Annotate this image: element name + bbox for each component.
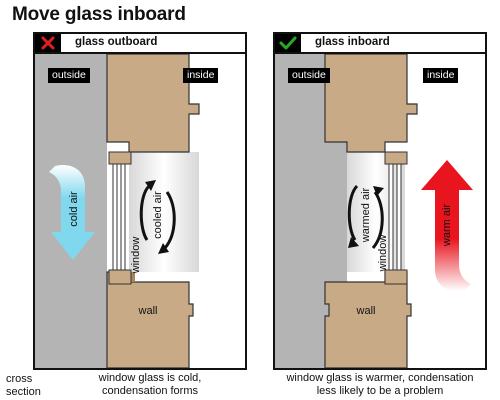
cross-section-line1: cross xyxy=(6,373,33,385)
panel-header: glass outboard xyxy=(35,34,245,54)
circulation-arrow-left xyxy=(347,184,359,241)
cross-section-line2: section xyxy=(6,385,41,398)
wall-upper xyxy=(324,54,418,153)
window-label: window xyxy=(130,236,142,274)
cavity-reveal xyxy=(347,152,405,272)
cross-mark-icon xyxy=(35,34,61,52)
outboard-caption: window glass is cold, condensation forms xyxy=(45,372,255,397)
outside-tag: outside xyxy=(288,68,330,83)
inboard-caption-line1: window glass is warmer, condensation xyxy=(286,372,474,384)
cold-air-arrow xyxy=(49,164,95,260)
head-frame xyxy=(108,151,132,165)
wall-label: wall xyxy=(138,305,158,317)
wall-label: wall xyxy=(356,305,376,317)
sill-frame xyxy=(108,269,132,285)
outboard-caption-line2: condensation forms xyxy=(102,384,198,397)
wall-upper xyxy=(106,54,200,153)
cold-air-label: cold air xyxy=(68,191,80,227)
glass-pane-inner xyxy=(396,163,402,271)
circulation-arrowhead-top xyxy=(145,180,156,191)
circulation-arrow-right xyxy=(163,191,176,249)
inside-tag: inside xyxy=(423,68,459,83)
glass-pane-outer xyxy=(112,163,118,271)
circulation-arrowhead-bottom xyxy=(158,243,169,254)
circulation-arrowhead-bottom xyxy=(348,237,359,248)
circulation-arrowhead-top xyxy=(373,186,384,196)
head-frame xyxy=(384,151,408,165)
cooled-air-label: cooled air xyxy=(152,191,164,239)
wall-lower xyxy=(324,271,412,368)
sill-frame xyxy=(384,269,408,285)
warm-air-arrow xyxy=(421,160,473,292)
panel-header-label: glass outboard xyxy=(75,36,158,48)
warmed-air-label: warmed air xyxy=(360,187,372,243)
diagram-title: Move glass inboard xyxy=(12,4,186,25)
outboard-caption-line1: window glass is cold, xyxy=(98,372,202,384)
panel-header-label: glass inboard xyxy=(315,36,390,48)
glass-pane-inner xyxy=(120,163,126,271)
circulation-arrow-right xyxy=(371,191,384,249)
wall-cross-section-drawing xyxy=(35,54,200,368)
glass-pane-outer xyxy=(388,163,394,271)
circulation-arrow-left xyxy=(139,184,151,241)
wall-lower xyxy=(106,271,194,368)
outside-tag: outside xyxy=(48,68,90,83)
inboard-caption-line2: less likely to be a problem xyxy=(316,384,444,397)
inside-tag: inside xyxy=(183,68,219,83)
glass-outboard-panel: glass outboard outside xyxy=(33,32,247,370)
warm-air-label: warm air xyxy=(441,203,453,247)
glass-inboard-panel: glass inboard outside inside xyxy=(273,32,487,370)
panel-header: glass inboard xyxy=(275,34,485,54)
window-label: window xyxy=(377,234,389,272)
check-mark-icon xyxy=(275,34,301,52)
inboard-caption: window glass is warmer, condensation les… xyxy=(262,372,498,397)
cross-section-note: cross section xyxy=(6,373,41,398)
wall-cross-section-drawing xyxy=(275,54,473,368)
